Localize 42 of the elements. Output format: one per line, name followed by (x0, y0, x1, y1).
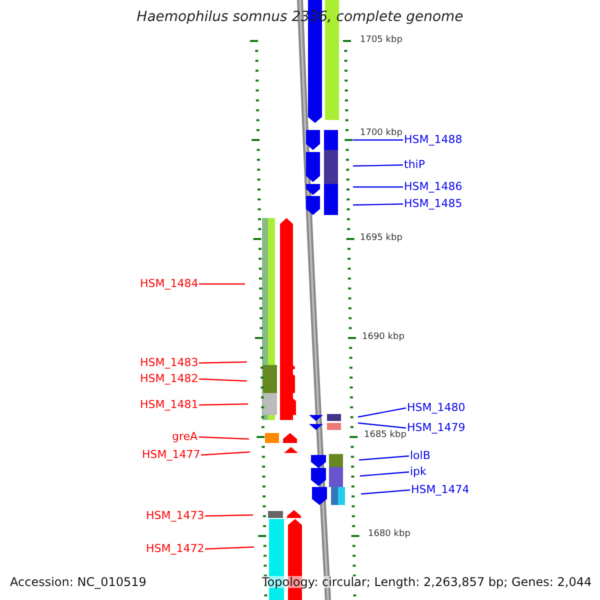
gene-label: HSM_1482 (140, 373, 198, 384)
gene-label: HSM_1483 (140, 357, 198, 368)
gene-label: HSM_1474 (411, 484, 470, 495)
scale-label: 1690 kbp (362, 333, 404, 342)
leader-line (360, 471, 410, 477)
footer-text: Topology: circular; Length: 2,263,857 bp; Genes: 2,044 (262, 576, 592, 588)
leader-line (204, 514, 254, 517)
gene-label: HSM_1479 (407, 422, 466, 433)
gene-label: HSM_1484 (140, 278, 198, 289)
gene-label: HSM_1477 (142, 449, 200, 460)
leader-line (358, 407, 406, 418)
gene-label: HSM_1481 (140, 399, 198, 410)
leader-line (199, 283, 245, 285)
scale-label: 1685 kbp (364, 431, 406, 440)
leader-line (198, 403, 248, 406)
gene-label: HSM_1480 (407, 402, 466, 413)
leader-line (352, 203, 404, 206)
leader-line (352, 164, 404, 167)
gene-label: HSM_1488 (404, 134, 462, 145)
scale-label: 1705 kbp (360, 36, 402, 45)
gene-label: HSM_1485 (404, 198, 462, 209)
leader-line (358, 422, 406, 429)
leader-line (198, 378, 248, 382)
leader-line (353, 186, 403, 188)
leader-line (204, 546, 254, 550)
scale-label: 1680 kbp (368, 530, 410, 539)
gene-label: HSM_1472 (146, 543, 204, 554)
leader-line (358, 455, 410, 461)
leader-line (353, 139, 403, 141)
leader-line (198, 436, 250, 440)
leader-line (198, 361, 248, 364)
gene-label: greA (172, 431, 198, 442)
gene-label: thiP (404, 159, 425, 170)
leader-line (360, 489, 410, 495)
scale-label: 1700 kbp (360, 129, 402, 138)
gene-label: ipk (410, 466, 426, 477)
footer-text: Accession: NC_010519 (10, 576, 146, 588)
gene-label: HSM_1473 (146, 510, 204, 521)
gene-label: HSM_1486 (404, 181, 462, 192)
leader-line (200, 451, 250, 456)
gene-label: lolB (410, 450, 430, 461)
scale-label: 1695 kbp (360, 234, 402, 243)
